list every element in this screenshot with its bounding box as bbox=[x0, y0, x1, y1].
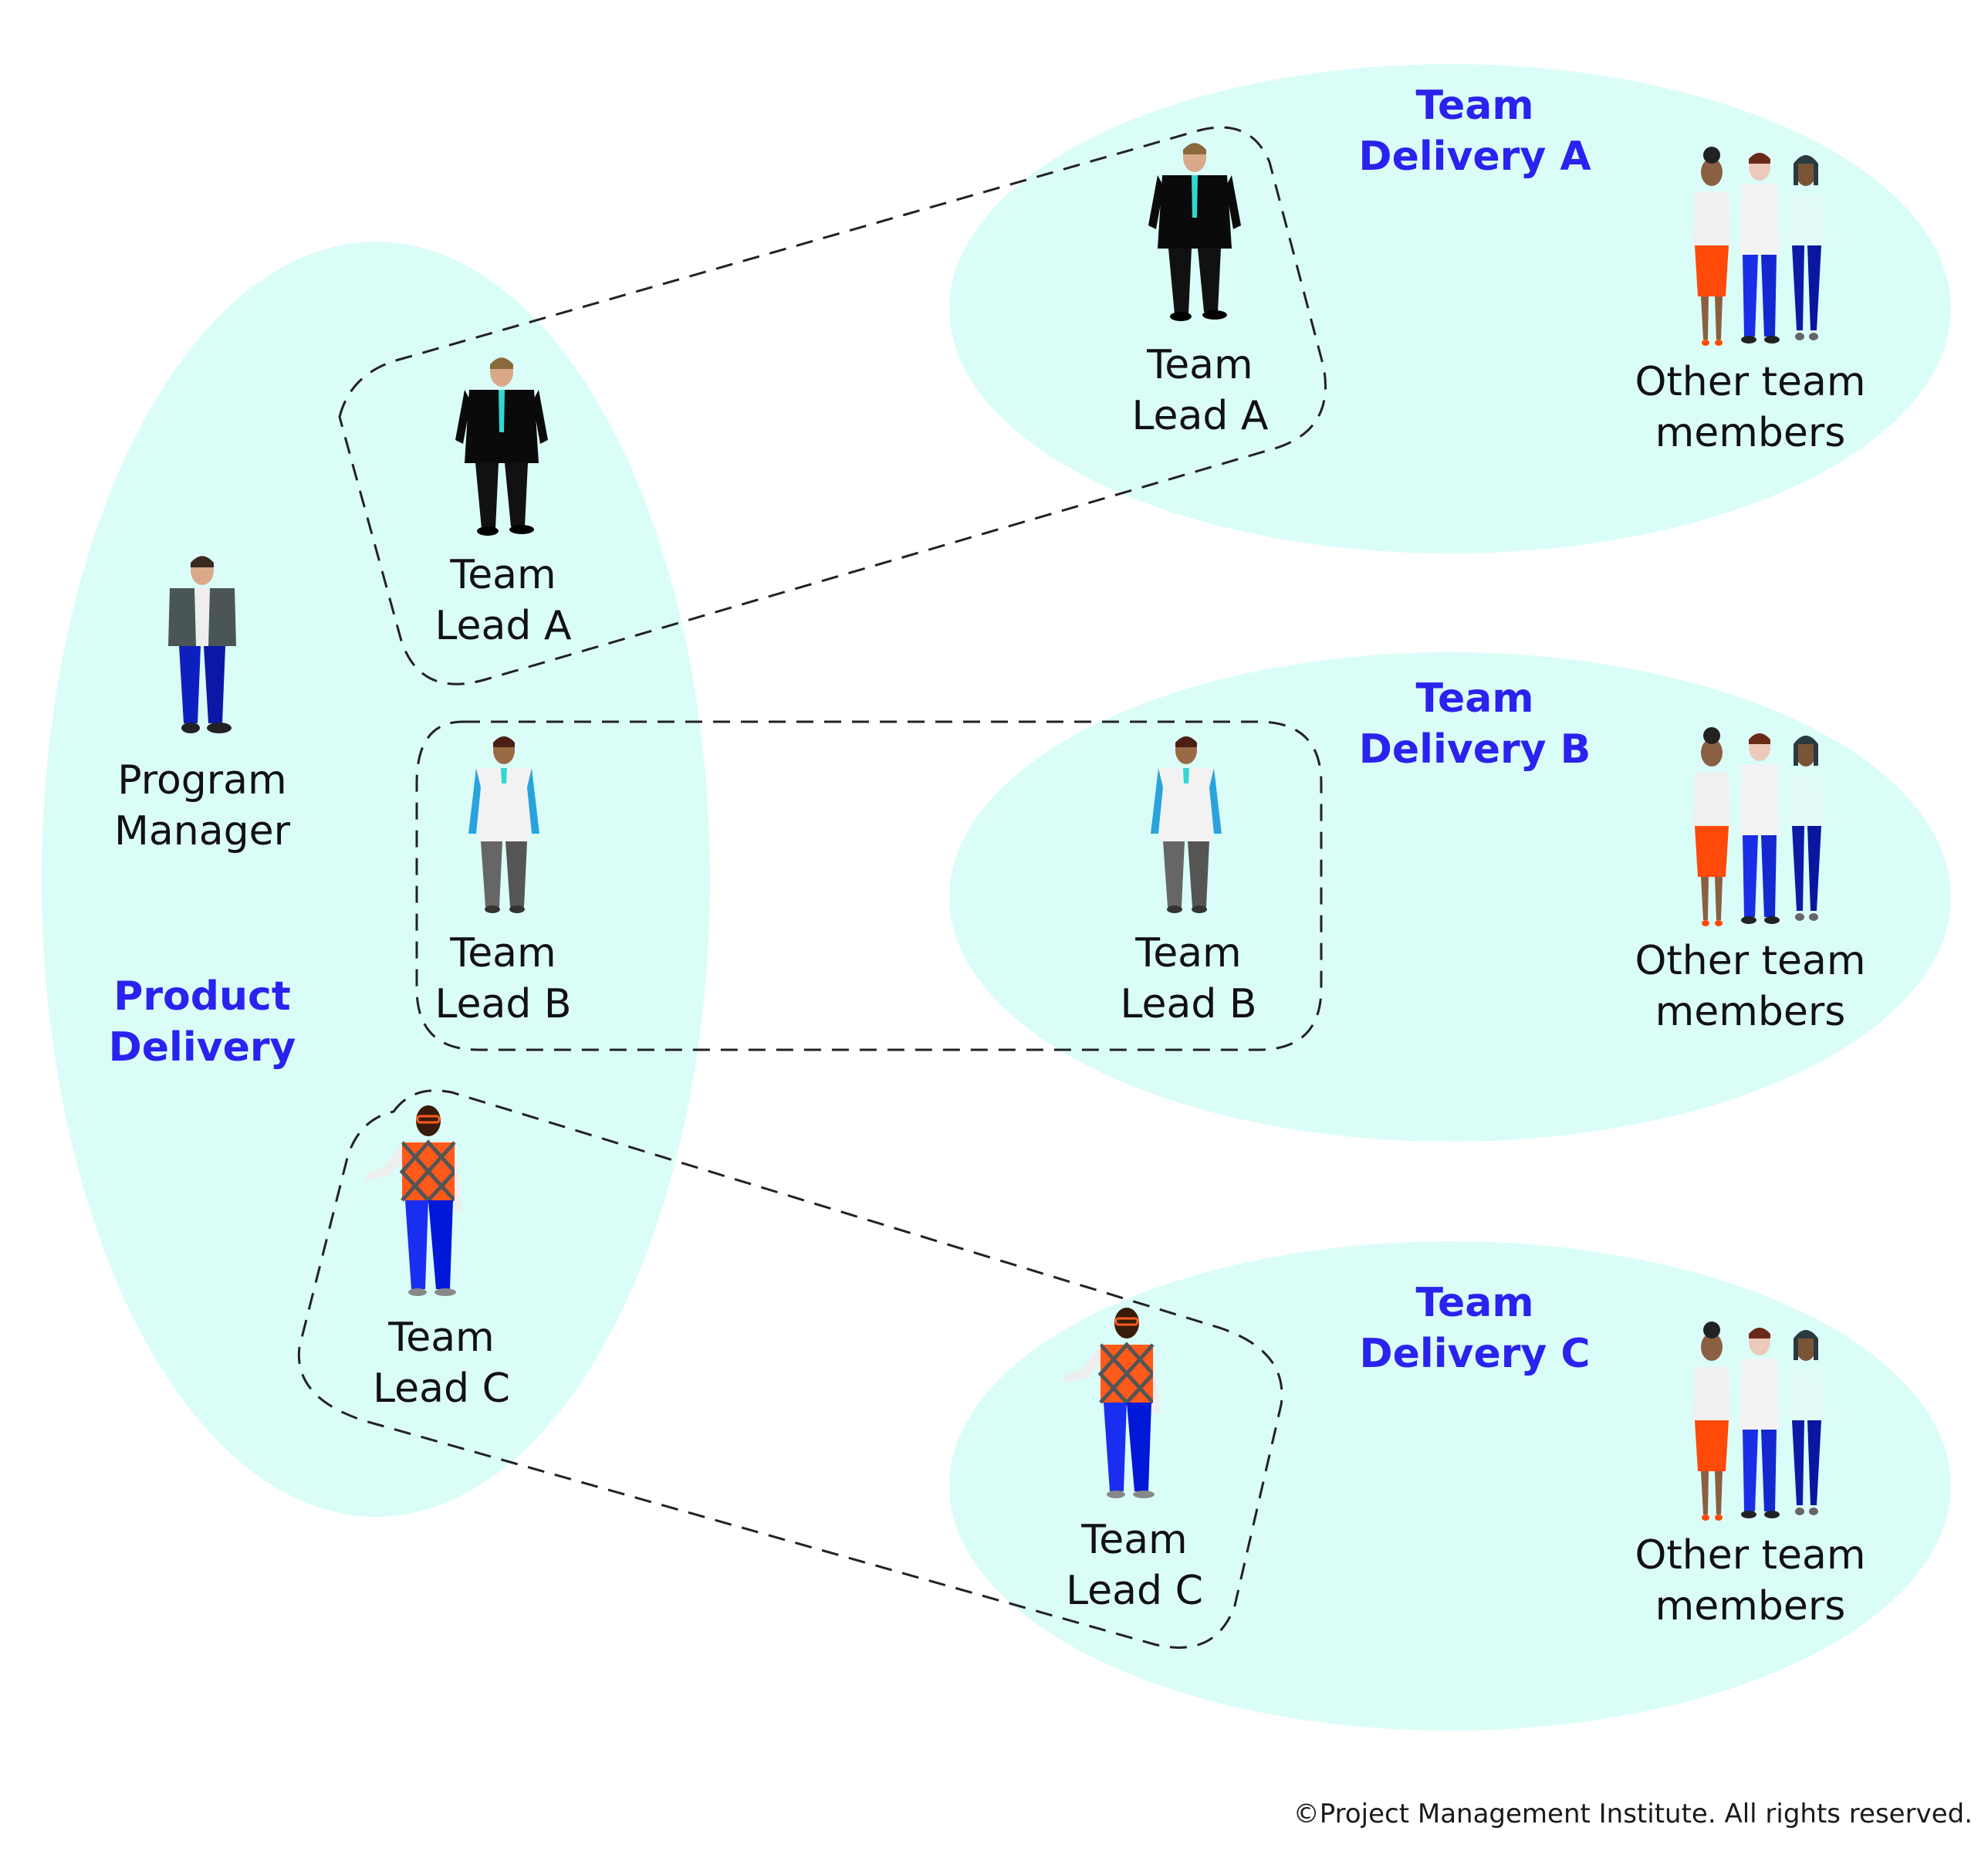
lead-c-label-product: Team Lead C bbox=[373, 1315, 510, 1412]
team-delivery-c-ellipse bbox=[949, 1241, 1951, 1731]
team-delivery-b-title: Team Delivery B bbox=[1358, 675, 1591, 773]
connector-lead-c bbox=[297, 1089, 1283, 1649]
lead-a-label-product: Team Lead A bbox=[434, 552, 572, 649]
team-b-lead-label: Team Lead B bbox=[1120, 930, 1257, 1027]
product-delivery-title: Product Delivery bbox=[108, 973, 296, 1071]
program-manager-label: Program Manager bbox=[114, 757, 290, 855]
team-b-members-label: Other team members bbox=[1635, 938, 1866, 1035]
copyright-notice: ©Project Management Institute. All right… bbox=[1293, 1799, 1973, 1829]
lead-b-label-product: Team Lead B bbox=[434, 930, 572, 1027]
team-delivery-a-title: Team Delivery A bbox=[1358, 83, 1591, 180]
connector-lead-a bbox=[338, 126, 1327, 685]
team-c-lead-label: Team Lead C bbox=[1066, 1517, 1203, 1614]
team-delivery-c-title: Team Delivery C bbox=[1359, 1280, 1591, 1377]
team-a-lead-label: Team Lead A bbox=[1131, 342, 1269, 439]
connector-lead-b bbox=[415, 720, 1323, 1051]
team-c-members-label: Other team members bbox=[1635, 1532, 1866, 1630]
team-a-members-label: Other team members bbox=[1635, 359, 1866, 456]
